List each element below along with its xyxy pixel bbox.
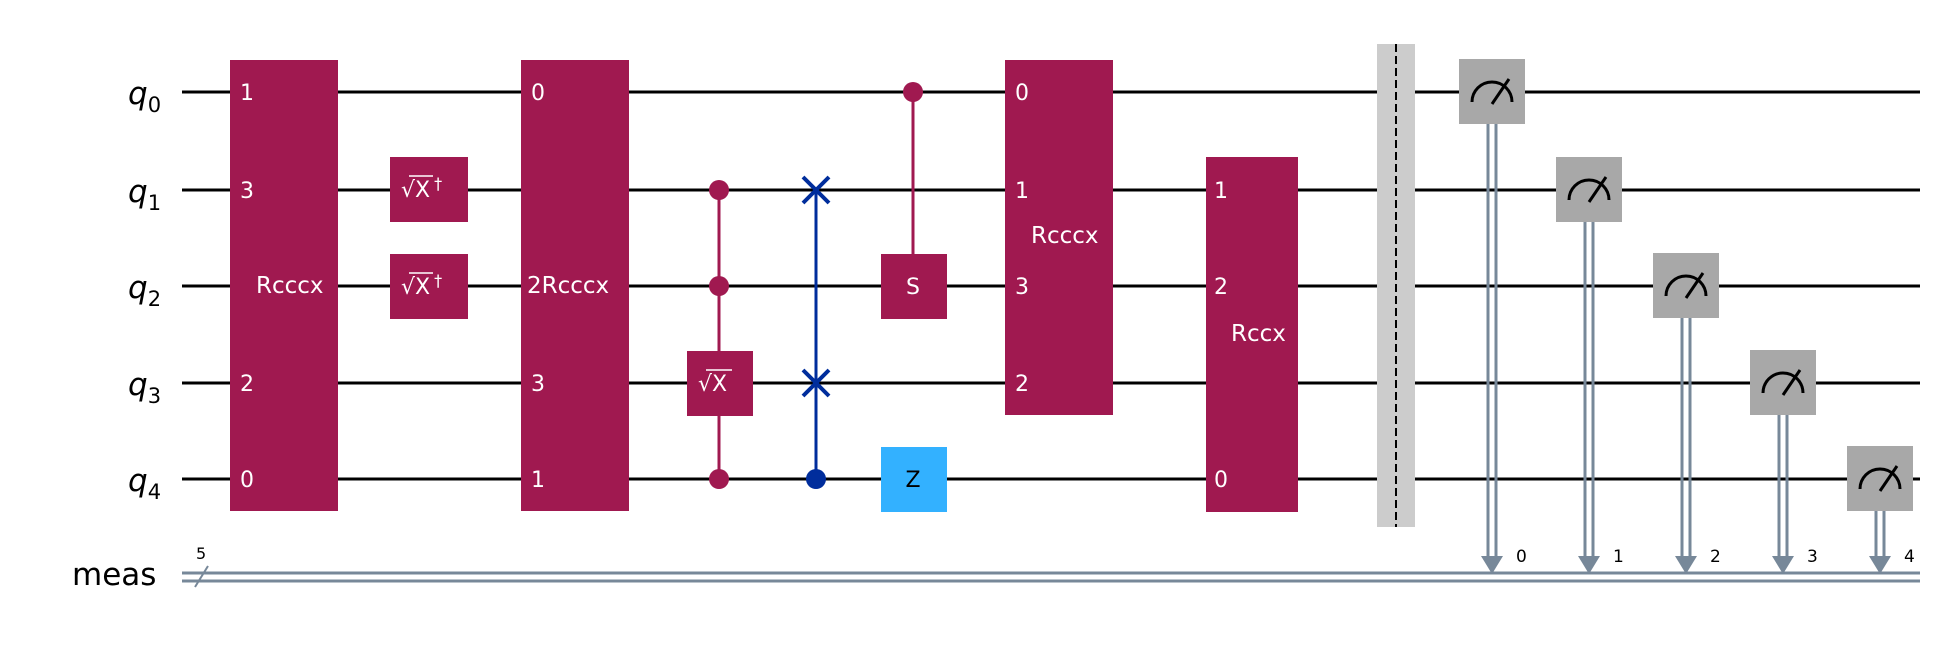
rccx-gate[interactable]: 1 2 0 Rccx [1206,157,1298,512]
gate-index: 0 [1214,468,1228,493]
swap-cross-q3 [801,368,831,398]
gate-index: 1 [1015,179,1029,204]
measure-arrow [1772,556,1794,574]
control-dot [709,180,729,200]
gate-index: 2 [1015,372,1029,397]
gate-index: 0 [1015,81,1029,106]
measurements: 0 1 2 3 4 [1459,59,1915,574]
register-size-slash [194,565,209,588]
gate-label: S [906,275,920,300]
control-dot [903,82,923,102]
classical-bit-label: 3 [1807,547,1818,567]
qubit-labels: q0 q1 q2 q3 q4 [128,76,161,504]
gate-label: Z [905,468,920,493]
meter-icon [1664,274,1708,297]
meter-icon [1470,80,1514,103]
controlled-s-gate[interactable]: S [881,82,947,319]
control-dot [709,276,729,296]
rcccx-gate-3[interactable]: 0 1 3 2 Rcccx [1005,60,1113,415]
rcccx-gate-2[interactable]: 0 3 1 2Rcccx [521,60,629,511]
control-dot [709,469,729,489]
meter-icon [1761,371,1805,394]
gate-index: 0 [531,81,545,106]
qubit-label-q3: q3 [128,367,161,408]
barrier [1377,44,1415,527]
gate-label: √X† [401,271,442,300]
meter-icon [1567,178,1611,201]
sxdg-gate-q1[interactable]: √X† [390,157,468,222]
rcccx-gate-1[interactable]: 1 3 2 0 Rcccx [230,60,338,511]
measure-gate-q4[interactable]: 4 [1847,446,1915,574]
gate-index: 2 [1214,275,1228,300]
gate-label: Rccx [1231,321,1286,347]
qubit-label-q4: q4 [128,463,161,504]
controlled-swap-gate[interactable] [801,175,831,489]
z-gate[interactable]: Z [881,447,947,512]
meter-icon [1858,467,1902,490]
qubit-label-q1: q1 [128,174,161,215]
classical-bit-label: 2 [1710,547,1721,567]
gate-label: √X [698,372,727,397]
control-dot [806,469,826,489]
gate-index: 1 [1214,179,1228,204]
measure-arrow [1481,556,1503,574]
qubit-label-q0: q0 [128,76,161,117]
sxdg-gate-q2[interactable]: √X† [390,254,468,319]
gate-index: 3 [240,179,254,204]
classical-bit-label: 0 [1516,547,1527,567]
classical-register-label: meas [72,557,156,593]
measure-gate-q3[interactable]: 3 [1750,350,1818,574]
qubit-label-q2: q2 [128,270,161,311]
measure-gate-q1[interactable]: 1 [1556,157,1624,574]
gate-label: Rcccx [1031,223,1099,249]
measure-gate-q0[interactable]: 0 [1459,59,1527,574]
gate-index: 1 [531,468,545,493]
gate-index: 0 [240,468,254,493]
register-size-label: 5 [196,544,206,563]
measure-arrow [1869,556,1891,574]
gate-index: 1 [240,81,254,106]
measure-arrow [1578,556,1600,574]
gate-label: √X† [401,174,442,203]
controlled-sx-gate[interactable]: √X [687,180,753,489]
gate-label: 2Rcccx [527,273,609,299]
gate-index: 3 [1015,275,1029,300]
classical-bit-label: 4 [1904,547,1915,567]
swap-cross-q1 [801,175,831,205]
gate-index: 2 [240,372,254,397]
classical-wire [182,571,1920,583]
gate-label: Rcccx [256,273,324,299]
gate-index: 3 [531,372,545,397]
classical-bit-label: 1 [1613,547,1624,567]
measure-arrow [1675,556,1697,574]
measure-gate-q2[interactable]: 2 [1653,253,1721,574]
